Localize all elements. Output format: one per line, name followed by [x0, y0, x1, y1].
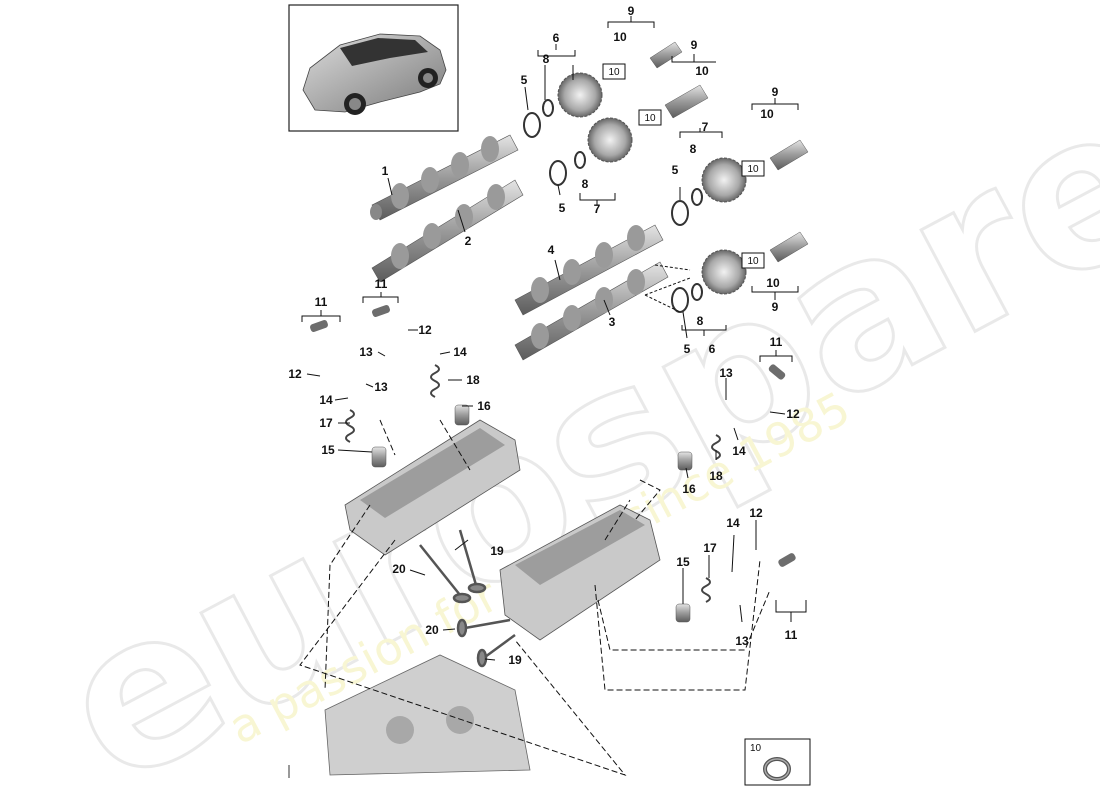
callout-12b: 12 — [288, 367, 302, 381]
callout-11d: 11 — [785, 628, 798, 642]
callout-17b: 17 — [703, 541, 717, 555]
callout-11a: 11 — [315, 295, 328, 309]
callout-12c: 12 — [786, 407, 800, 421]
callout-4: 4 — [548, 243, 555, 257]
callout-12a: 12 — [418, 323, 432, 337]
callout-7a: 7 — [594, 202, 601, 216]
vehicle-thumbnail — [288, 4, 459, 132]
callout-19b: 19 — [508, 653, 522, 667]
callout-8d: 8 — [697, 314, 704, 328]
camshaft-2 — [371, 179, 524, 283]
callout-1: 1 — [382, 164, 389, 178]
callout-11c: 11 — [770, 335, 783, 349]
rocker-arms — [310, 305, 796, 567]
callout-17a: 17 — [319, 416, 333, 430]
callout-6b: 6 — [709, 342, 716, 356]
callout-20b: 20 — [425, 623, 439, 637]
engine-block — [324, 654, 531, 776]
callout-8a: 8 — [543, 52, 550, 66]
vehicle-suv-icon — [302, 33, 447, 115]
callout-10c: 10 — [760, 107, 774, 121]
callout-10e: 10 — [608, 67, 620, 78]
callout-labels: 1 2 3 4 5 5 5 5 6 6 7 7 8 8 8 8 9 9 9 9 … — [288, 4, 800, 667]
camshaft-1 — [370, 134, 519, 221]
callout-18a: 18 — [466, 373, 480, 387]
cylinder-head-left — [344, 419, 521, 556]
callout-8b: 8 — [582, 177, 589, 191]
callout-14a: 14 — [453, 345, 467, 359]
callout-9c: 9 — [772, 85, 779, 99]
callout-20a: 20 — [392, 562, 406, 576]
callout-13c: 13 — [719, 366, 733, 380]
leader-lines — [299, 16, 807, 777]
callout-12d: 12 — [749, 506, 763, 520]
callout-10b: 10 — [695, 64, 709, 78]
camshaft-4 — [514, 224, 664, 316]
callout-2: 2 — [465, 234, 472, 248]
callout-10h: 10 — [747, 256, 759, 267]
seal-rings — [523, 99, 703, 313]
callout-19a: 19 — [490, 544, 504, 558]
camshaft-adjuster — [557, 72, 747, 295]
callout-5d: 5 — [684, 342, 691, 356]
callout-9a: 9 — [628, 4, 635, 18]
callout-13b: 13 — [374, 380, 388, 394]
seal-ring-icon — [763, 757, 791, 781]
callout-10g: 10 — [747, 164, 759, 175]
callout-13a: 13 — [359, 345, 373, 359]
callout-14b: 14 — [319, 393, 333, 407]
callout-9b: 9 — [691, 38, 698, 52]
callout-5b: 5 — [559, 201, 566, 215]
boxed-callouts — [602, 63, 765, 269]
callout-15b: 15 — [676, 555, 690, 569]
hydraulic-lifters — [371, 404, 693, 623]
valve-springs — [345, 364, 721, 603]
legend-box: 10 — [744, 738, 811, 786]
callout-7b: 7 — [702, 120, 709, 134]
callout-10d: 10 — [766, 276, 780, 290]
callout-5a: 5 — [521, 73, 528, 87]
camshaft-3 — [514, 261, 669, 361]
callout-10f: 10 — [644, 113, 656, 124]
callout-6a: 6 — [553, 31, 560, 45]
watermark-brand: eurospares — [23, 0, 1100, 800]
callout-16a: 16 — [477, 399, 491, 413]
valves — [419, 529, 516, 668]
callout-15a: 15 — [321, 443, 335, 457]
callout-5c: 5 — [672, 163, 679, 177]
callout-11b: 11 — [375, 277, 388, 291]
callout-10a: 10 — [613, 30, 627, 44]
callout-9d: 9 — [772, 300, 779, 314]
watermark: eurospares a passion for parts since 198… — [22, 0, 1100, 800]
callout-3: 3 — [609, 315, 616, 329]
callout-13d: 13 — [735, 634, 749, 648]
callout-18b: 18 — [709, 469, 723, 483]
callout-14c: 14 — [732, 444, 746, 458]
callout-14d: 14 — [726, 516, 740, 530]
callout-16b: 16 — [682, 482, 696, 496]
central-bolts — [649, 41, 809, 263]
callout-8c: 8 — [690, 142, 697, 156]
legend-label: 10 — [750, 743, 762, 754]
